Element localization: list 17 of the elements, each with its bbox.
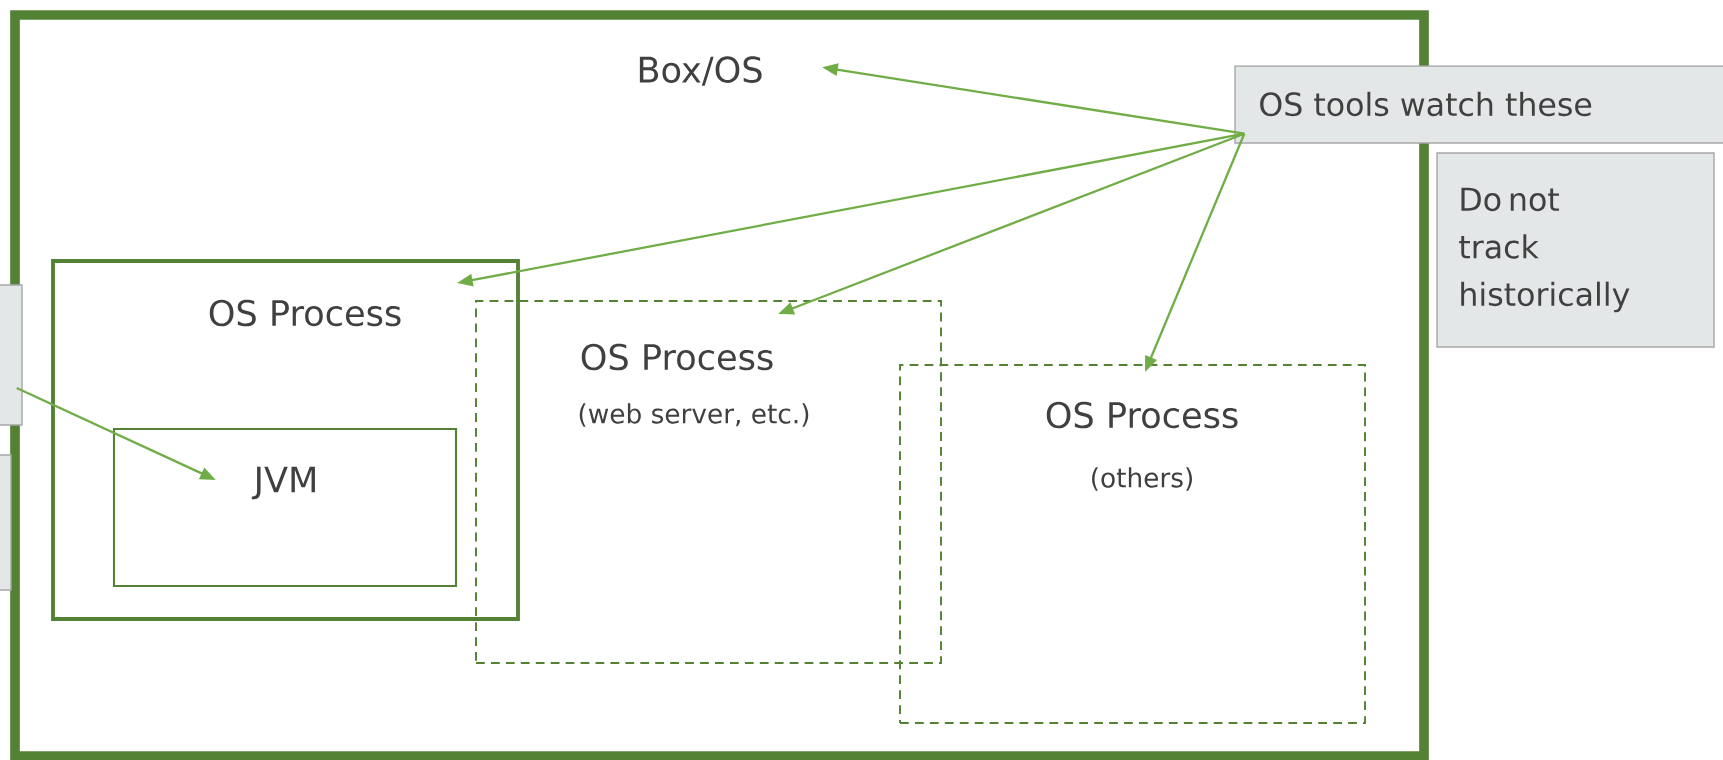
process-box [899, 364, 1366, 724]
process-box [475, 300, 942, 664]
box-label: Do not track historically [1459, 187, 1630, 313]
jvm-box [112, 427, 458, 588]
note-box [1436, 152, 1715, 348]
box-label: Box/OS [639, 56, 762, 86]
box-label: OS Process [1046, 401, 1238, 429]
process-box [51, 259, 520, 621]
box-label: (others) [1092, 467, 1192, 491]
box-label: JVM [251, 466, 315, 500]
note-box [0, 284, 23, 426]
box-label: OS tools watch these [1260, 91, 1592, 117]
note-box [0, 454, 12, 591]
note-box [1234, 65, 1723, 144]
box-label: (web server, etc.) [579, 403, 809, 427]
box-label: OS Process [581, 343, 773, 371]
box-label: OS Process [209, 299, 401, 327]
